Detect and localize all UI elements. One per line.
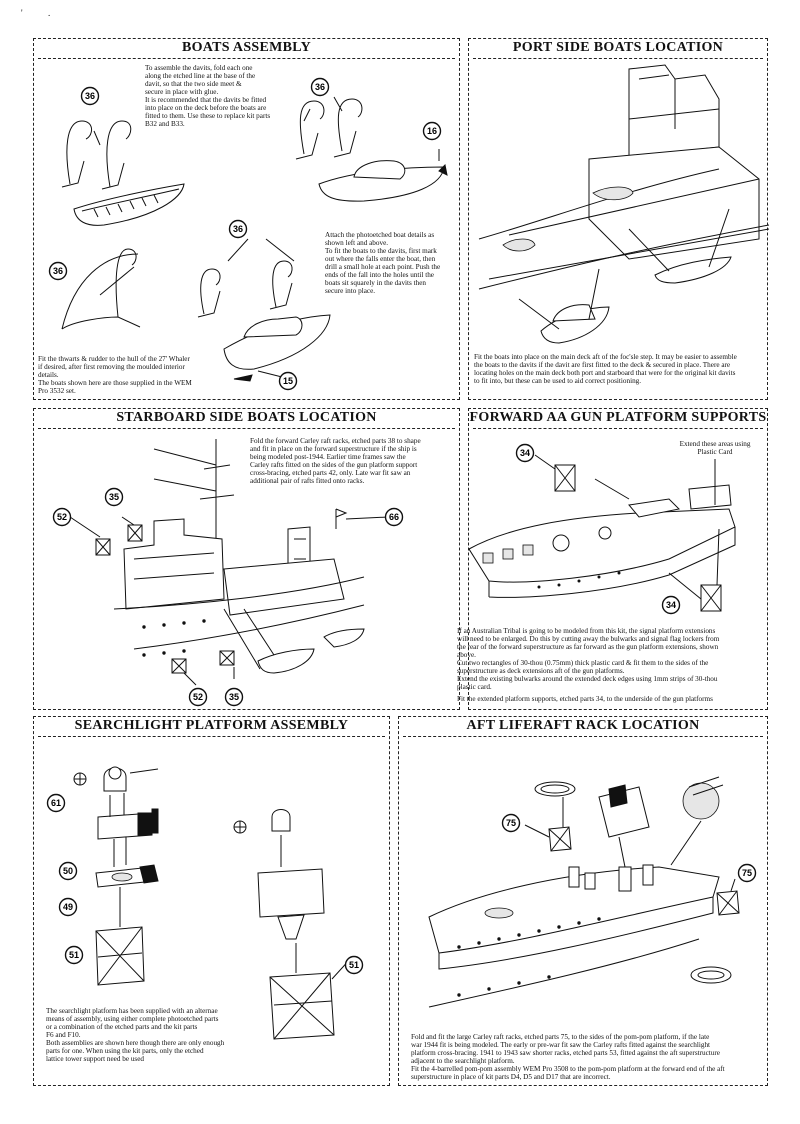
callout-36: 36 (48, 261, 68, 281)
svg-text:34: 34 (666, 600, 676, 610)
panel-title: FORWARD AA GUN PLATFORM SUPPORTS (469, 410, 767, 425)
svg-text:36: 36 (85, 91, 95, 101)
callout-34: 34 (515, 443, 535, 463)
davits-note: To assemble the davits, fold each one al… (145, 64, 271, 128)
svg-text:36: 36 (315, 82, 325, 92)
forward-aa-panel: FORWARD AA GUN PLATFORM SUPPORTS Extend … (457, 408, 768, 710)
callout-34: 34 (661, 595, 681, 615)
panel-title: SEARCHLIGHT PLATFORM ASSEMBLY (74, 718, 349, 733)
svg-text:15: 15 (283, 376, 293, 386)
searchlight-illustration (73, 766, 353, 1040)
svg-text:34: 34 (520, 448, 530, 458)
callout-51: 51 (64, 945, 84, 965)
callout-75: 75 (737, 863, 757, 883)
callout-50: 50 (58, 861, 78, 881)
boats-assembly-illustration (61, 96, 448, 382)
svg-text:36: 36 (233, 224, 243, 234)
aft-liferaft-panel: AFT LIFERAFT RACK LOCATION Fold and fit … (398, 716, 768, 1086)
panel-title: BOATS ASSEMBLY (181, 40, 312, 55)
starboard-note: Fold the forward Carley raft racks, etch… (250, 437, 421, 485)
page-mark: . (48, 8, 51, 18)
starboard-side-illustration (69, 439, 389, 686)
svg-text:51: 51 (349, 960, 359, 970)
callout-52: 52 (188, 687, 208, 707)
panel-title: AFT LIFERAFT RACK LOCATION (466, 718, 700, 733)
panel-title: STARBOARD SIDE BOATS LOCATION (116, 410, 377, 425)
svg-text:35: 35 (229, 692, 239, 702)
aft-liferaft-note: Fold and fit the large Carley raft racks… (411, 1033, 725, 1081)
callout-35: 35 (224, 687, 244, 707)
callout-61: 61 (46, 793, 66, 813)
svg-text:36: 36 (53, 266, 63, 276)
callout-15: 15 (278, 371, 298, 391)
title-rule (473, 428, 763, 429)
port-note: Fit the boats into place on the main dec… (474, 353, 737, 385)
title-rule (38, 58, 455, 59)
title-rule (403, 736, 763, 737)
svg-text:66: 66 (389, 512, 399, 522)
callout-16: 16 (422, 121, 442, 141)
svg-text:49: 49 (63, 902, 73, 912)
extend-label: Extend these areas using Plastic Card (679, 440, 751, 456)
panel-title: PORT SIDE BOATS LOCATION (512, 40, 724, 55)
page-mark: ' (21, 8, 23, 18)
svg-text:52: 52 (193, 692, 203, 702)
boats-assembly-panel: BOATS ASSEMBLY To assemble the davits, f… (33, 38, 460, 400)
port-side-illustration (478, 64, 770, 344)
callout-36: 36 (80, 86, 100, 106)
svg-text:16: 16 (427, 126, 437, 136)
callout-36: 36 (228, 219, 248, 239)
thwarts-note: Fit the thwarts & rudder to the hull of … (38, 355, 192, 395)
forward-aa-note2: Fit the extended platform supports, etch… (457, 695, 713, 703)
title-rule (38, 428, 455, 429)
title-rule (38, 736, 385, 737)
callout-75: 75 (501, 813, 521, 833)
attach-note: Attach the photoetched boat details as s… (325, 231, 441, 295)
svg-text:61: 61 (51, 798, 61, 808)
searchlight-panel: SEARCHLIGHT PLATFORM ASSEMBLY The search… (33, 716, 390, 1086)
forward-aa-illustration (468, 454, 736, 612)
svg-text:52: 52 (57, 512, 67, 522)
searchlight-note: The searchlight platform has been suppli… (46, 1007, 225, 1063)
callout-52: 52 (52, 507, 72, 527)
callout-49: 49 (58, 897, 78, 917)
svg-text:51: 51 (69, 950, 79, 960)
svg-text:35: 35 (109, 492, 119, 502)
callout-35: 35 (104, 487, 124, 507)
callout-51: 51 (344, 955, 364, 975)
forward-aa-note: If an Australian Tribal is going to be m… (457, 627, 720, 691)
aft-liferaft-illustration (428, 776, 740, 1008)
port-side-panel: PORT SIDE BOATS LOCATION Fit the boats i… (468, 38, 770, 400)
svg-text:50: 50 (63, 866, 73, 876)
svg-text:75: 75 (742, 868, 752, 878)
svg-text:75: 75 (506, 818, 516, 828)
callout-66: 66 (384, 507, 404, 527)
title-rule (473, 58, 763, 59)
callout-36: 36 (310, 77, 330, 97)
starboard-side-panel: STARBOARD SIDE BOATS LOCATION Fold the f… (33, 408, 460, 710)
